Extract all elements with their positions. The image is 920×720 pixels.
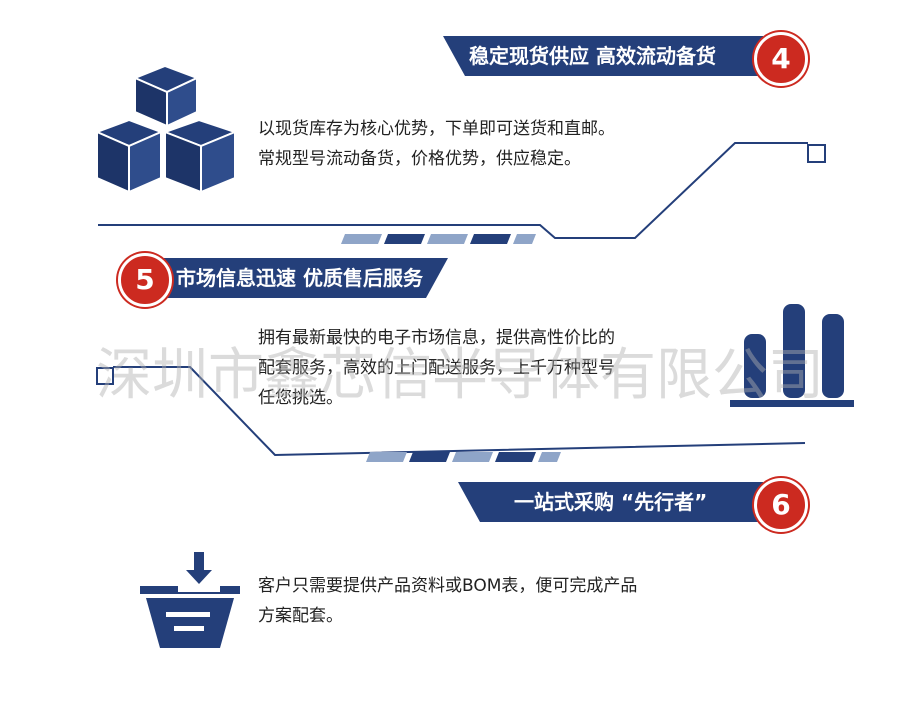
bar-chart-icon [730, 304, 854, 407]
basket-download-icon [140, 552, 240, 648]
section-6-banner: 一站式采购 “先行者” [458, 482, 763, 522]
section-5-line-3: 任您挑选。 [258, 388, 343, 408]
section-6-line-1: 客户只需要提供产品资料或BOM表，便可完成产品 [258, 576, 638, 596]
section-6-line-2: 方案配套。 [258, 606, 343, 626]
section-4-title: 稳定现货供应 高效流动备货 [469, 44, 716, 68]
section-4-description: 以现货库存为核心优势，下单即可送货和直邮。 常规型号流动备货，价格优势，供应稳定… [258, 114, 615, 174]
section-6-number-badge: 6 [754, 478, 808, 532]
section-5-line-2: 配套服务，高效的上门配送服务，上千万种型号 [258, 358, 615, 378]
section-6-title: 一站式采购 “先行者” [514, 490, 708, 514]
section-5-description: 拥有最新最快的电子市场信息，提供高性价比的 配套服务，高效的上门配送服务，上千万… [258, 323, 615, 413]
section-5-line-1: 拥有最新最快的电子市场信息，提供高性价比的 [258, 328, 615, 348]
section-4-number-badge: 4 [754, 32, 808, 86]
section-6-description: 客户只需要提供产品资料或BOM表，便可完成产品 方案配套。 [258, 571, 637, 631]
section-4-line-1: 以现货库存为核心优势，下单即可送货和直邮。 [258, 119, 615, 139]
section-5-number-badge: 5 [118, 253, 172, 307]
section-5-banner: 市场信息迅速 优质售后服务 [148, 258, 448, 298]
section-4-banner: 稳定现货供应 高效流动备货 [443, 36, 763, 76]
section-4-line-2: 常规型号流动备货，价格优势，供应稳定。 [258, 149, 581, 169]
section-5-title: 市场信息迅速 优质售后服务 [176, 266, 423, 290]
boxes-icon [95, 64, 238, 194]
